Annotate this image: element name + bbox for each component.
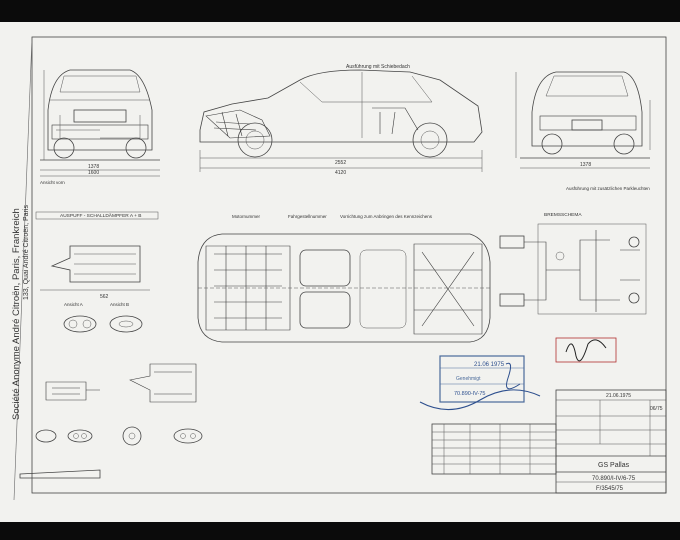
brake-title: BREMSSCHEMA [544,212,582,218]
brake-schema [499,223,647,315]
side-view [199,69,483,172]
title-block [555,389,667,494]
approval-stamp [419,355,541,411]
rear-dim-2: 1600 [88,170,99,176]
exhaust-detail-b: Ansicht B [110,302,129,307]
side-dim-2: 4120 [335,170,346,176]
title-block-model: GS Pallas [598,462,630,469]
stamp-date: 21.06 1975 [474,362,505,368]
rear-caption: Ansicht vorn [40,180,65,185]
revision-table [431,423,557,475]
title-block-corner: 06/75 [650,406,663,412]
motor-label: Motornummer [232,214,261,219]
plate-label: Vorrichtung zum Anbringen des Kennzeiche… [340,214,433,219]
exhaust-drawing [19,211,203,479]
red-signature-box [555,337,617,363]
title-block-drawing-no: 70.890/I-IV/6-75 [592,476,636,482]
stamp-number: 70.890-IV-75 [454,391,486,397]
stamp-approval: Genehmigt [456,376,481,382]
plan-view [197,233,491,343]
exhaust-dim: 562 [100,294,109,300]
front-dim: 1378 [580,162,591,168]
title-block-ref-no: F/3545/75 [596,486,624,492]
company-name: Société Anonyme André Citroën, Paris, Fr… [11,208,22,420]
exhaust-detail-a: Ansicht A [64,302,83,307]
blueprint-sheet [0,22,680,522]
drawing-border [31,36,667,494]
chassis-label: Fahrgestellnummer [288,214,327,219]
rear-dim-1: 1378 [88,164,99,170]
sheet-edge-line [13,36,33,501]
front-caption: Ausführung mit zusätzlichen Parkleuchten [566,186,650,191]
side-dim-1: 2552 [335,160,346,166]
company-address: 133, Quai André Citroën, Paris [23,205,30,300]
exhaust-title: AUSPUFF - SCHALLDÄMPFER A + B [60,212,141,219]
front-view-right [515,71,651,169]
rear-view-left [40,69,160,177]
side-view-label: Ausführung mit Schiebedach [346,64,410,70]
title-block-date: 21.06.1975 [606,393,631,399]
